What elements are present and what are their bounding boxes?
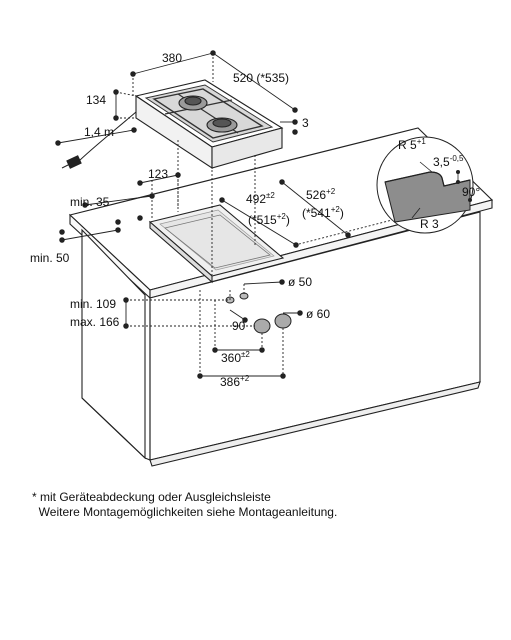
dim-max166: max. 166 (70, 315, 120, 329)
dim-min109: min. 109 (70, 297, 116, 311)
dim-min50: min. 50 (30, 251, 70, 265)
power-cable (61, 111, 137, 169)
detail-r5: R 5+1 (398, 137, 426, 152)
dimension-labels: 380 520 (*535) 134 3 1,4 m 123 492±2 (*5… (30, 51, 480, 389)
knob-left (253, 318, 271, 334)
dim-90: 90 (232, 319, 246, 333)
dim-min35: min. 35 (70, 195, 110, 209)
edge-detail (376, 136, 474, 234)
dim-dia50: ø 50 (288, 275, 312, 289)
dimension-lines (55, 50, 401, 379)
detail-r3: R 3 (420, 217, 439, 231)
dim-520: 520 (*535) (233, 71, 289, 85)
dim-541: (*541+2) (302, 205, 344, 220)
gas-cooktop (134, 79, 284, 170)
dim-3: 3 (302, 116, 309, 130)
dim-134: 134 (86, 93, 106, 107)
dim-123: 123 (148, 167, 168, 181)
dim-492: 492±2 (246, 191, 275, 206)
countertop-cutout (148, 204, 285, 284)
dim-515: (*515+2) (248, 212, 290, 227)
dim-360: 360±2 (221, 350, 250, 365)
dim-dia60: ø 60 (306, 307, 330, 321)
dim-380: 380 (162, 51, 182, 65)
footnote-line-2: Weitere Montagemöglichkeiten siehe Monta… (32, 505, 338, 519)
knob-right (274, 313, 292, 329)
dim-cable: 1,4 m (84, 125, 114, 139)
dim-526: 526+2 (306, 187, 336, 202)
dim-386: 386+2 (220, 374, 250, 389)
footnote-line-1: * mit Geräteabdeckung oder Ausgleichslei… (32, 490, 271, 504)
detail-3-5: 3,5-0,5 (433, 154, 464, 169)
detail-angle: 90° (462, 185, 480, 199)
